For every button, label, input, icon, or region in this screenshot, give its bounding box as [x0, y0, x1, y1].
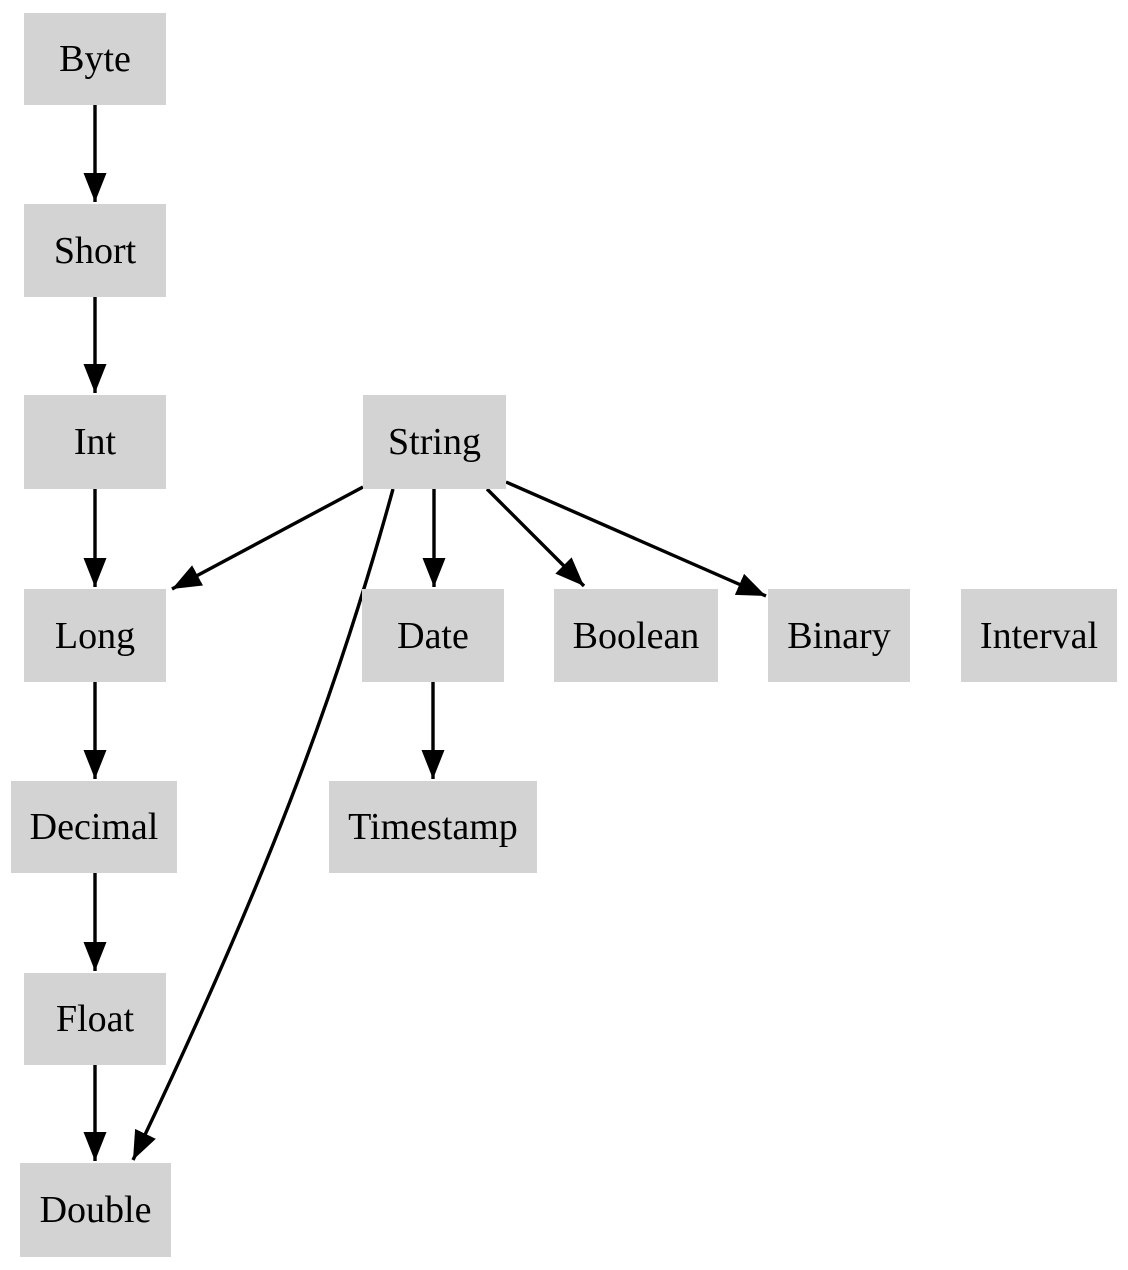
node-int-label: Int	[73, 421, 117, 463]
node-short: Short	[24, 204, 166, 297]
node-timestamp: Timestamp	[329, 781, 537, 873]
node-timestamp-label: Timestamp	[348, 806, 518, 848]
node-long-label: Long	[54, 614, 136, 657]
node-date: Date	[362, 589, 504, 682]
node-double: Double	[20, 1163, 171, 1257]
node-binary: Binary	[768, 589, 910, 682]
edge-string-boolean	[485, 487, 586, 588]
node-double-label: Double	[39, 1189, 152, 1231]
node-float-label: Float	[55, 998, 135, 1040]
edge-string-binary	[505, 480, 767, 598]
node-binary-label: Binary	[787, 614, 891, 657]
node-decimal-label: Decimal	[29, 806, 159, 848]
node-byte-label: Byte	[59, 38, 131, 80]
node-short-label: Short	[53, 229, 137, 272]
edge-string-long	[171, 485, 364, 591]
edge-string-double	[131, 488, 395, 1161]
node-boolean-label: Boolean	[572, 614, 700, 657]
node-string-label: String	[388, 421, 481, 463]
node-boolean: Boolean	[554, 589, 718, 682]
node-interval-label: Interval	[979, 614, 1099, 657]
node-string: String	[363, 395, 506, 489]
node-byte: Byte	[24, 13, 166, 105]
node-date-label: Date	[397, 614, 469, 657]
node-interval: Interval	[961, 589, 1117, 682]
node-float: Float	[24, 973, 166, 1065]
node-int: Int	[24, 395, 166, 489]
node-decimal: Decimal	[11, 781, 177, 873]
node-long: Long	[24, 589, 166, 682]
